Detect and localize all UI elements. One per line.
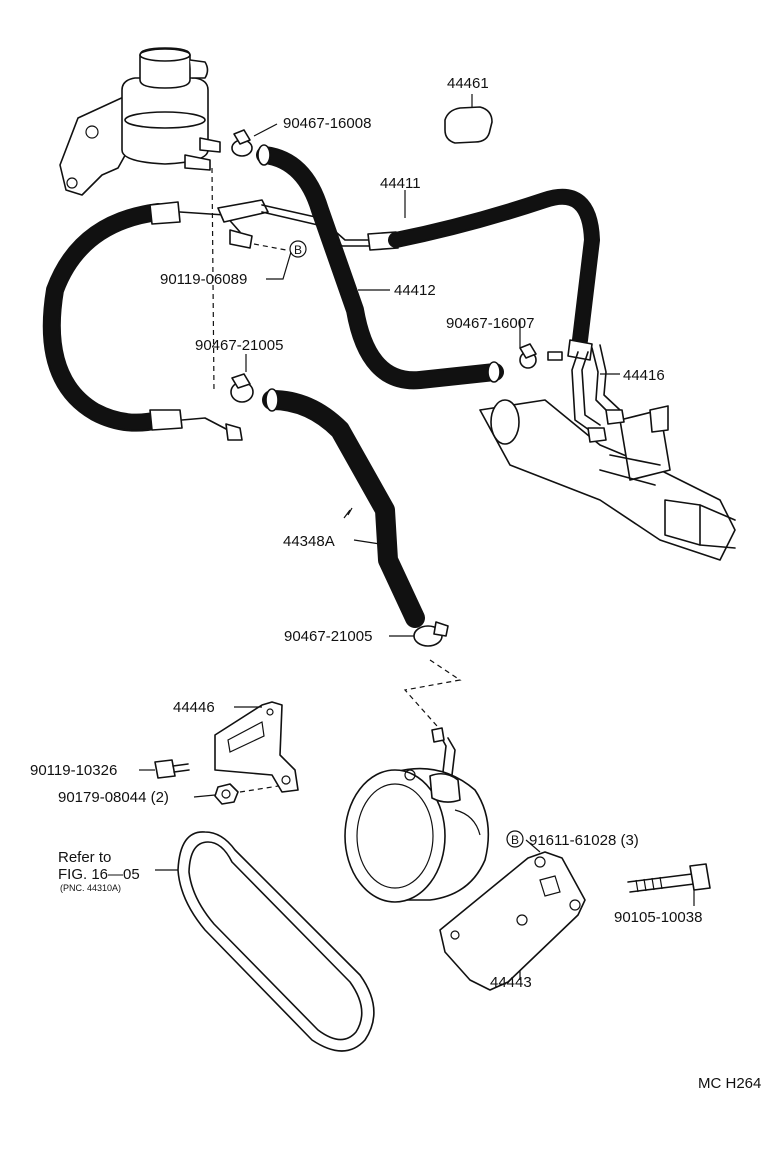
steering-gear bbox=[479, 399, 736, 561]
nut-90179-08044 bbox=[214, 783, 239, 805]
label-44446: 44446 bbox=[173, 699, 215, 716]
clamp-90467-16008 bbox=[231, 129, 253, 157]
label-90179-08044: 90179-08044 (2) bbox=[58, 789, 169, 806]
clamp-90467-21005-top bbox=[230, 373, 254, 403]
b-marker-top: B bbox=[289, 240, 307, 258]
bracket-44443 bbox=[439, 851, 586, 991]
label-44412: 44412 bbox=[394, 282, 436, 299]
assembly-dashed-lines bbox=[211, 167, 462, 793]
refer-note-line2: FIG. 16—05 bbox=[58, 866, 140, 883]
bracket-44446 bbox=[214, 701, 299, 793]
svg-text:B: B bbox=[511, 833, 519, 847]
v-belt bbox=[177, 831, 375, 1052]
bolt-90105-10038 bbox=[627, 863, 711, 893]
label-90467-21005-top: 90467-21005 bbox=[195, 337, 283, 354]
figure-code: MC H264 bbox=[698, 1075, 761, 1092]
label-44443: 44443 bbox=[490, 974, 532, 991]
label-90467-16007: 90467-16007 bbox=[446, 315, 534, 332]
clamp-90467-16007 bbox=[519, 343, 563, 369]
label-90467-16008: 90467-16008 bbox=[283, 115, 371, 132]
label-44411: 44411 bbox=[380, 175, 421, 192]
tubes-44416-right bbox=[571, 344, 625, 443]
label-44348a: 44348A bbox=[283, 533, 335, 550]
label-90119-10326: 90119-10326 bbox=[30, 762, 117, 779]
clamp-90467-21005-bottom bbox=[413, 621, 449, 647]
bolt-90119-10326 bbox=[154, 759, 190, 779]
hose-44416-loop bbox=[42, 199, 269, 441]
b-marker-bottom: B bbox=[506, 830, 524, 848]
leader-lines bbox=[139, 94, 695, 980]
label-90467-21005-bottom: 90467-21005 bbox=[284, 628, 372, 645]
cap-44461 bbox=[444, 106, 493, 144]
reservoir-assembly bbox=[59, 47, 221, 196]
label-90105-10038: 90105-10038 bbox=[614, 909, 702, 926]
label-44416: 44416 bbox=[623, 367, 665, 384]
label-90119-06089: 90119-06089 bbox=[160, 271, 247, 288]
power-steering-pump bbox=[344, 727, 490, 903]
label-44461: 44461 bbox=[447, 75, 489, 92]
svg-text:B: B bbox=[294, 243, 302, 257]
suction-hose-44348a bbox=[262, 388, 425, 628]
return-hose-44412 bbox=[256, 144, 504, 390]
refer-note-line3: (PNC. 44310A) bbox=[60, 883, 121, 893]
refer-note-line1: Refer to bbox=[58, 849, 111, 866]
pressure-line-44411 bbox=[261, 188, 600, 361]
label-91611-61028: 91611-61028 (3) bbox=[529, 832, 639, 849]
